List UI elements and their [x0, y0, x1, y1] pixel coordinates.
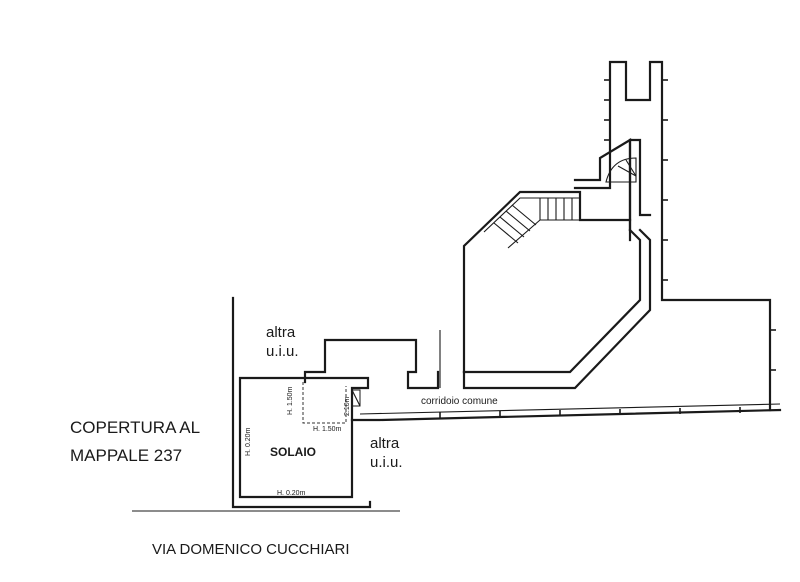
octagon-wall	[462, 190, 632, 374]
outer-right-wall	[462, 228, 652, 390]
copertura-boundary	[231, 296, 372, 509]
street-label: VIA DOMENICO CUCCHIARI	[152, 541, 350, 558]
corridoio-label: corridoio comune	[421, 396, 498, 407]
copertura-label-1: COPERTURA AL	[70, 418, 200, 437]
corridor-bottom-wall	[350, 408, 782, 422]
staircase	[483, 197, 581, 249]
altra-right-label-2: u.i.u.	[370, 454, 403, 471]
altra-right-label-1: altra	[370, 435, 400, 452]
height-zone-dashed	[302, 382, 347, 424]
dim-h020-left: H. 0.20m	[245, 427, 252, 456]
dim-h150-vertical: H. 1.50m	[287, 386, 294, 415]
dim-h020-bottom: H. 0.20m	[277, 490, 306, 497]
solaio-room	[238, 376, 370, 499]
dim-h210: 2.10m	[344, 396, 351, 416]
altra-top-label-1: altra	[266, 324, 296, 341]
spiral-stair	[605, 157, 637, 183]
altra-top-label-2: u.i.u.	[266, 343, 299, 360]
right-wing-wall	[573, 60, 772, 412]
outer-building-wall	[462, 228, 642, 374]
inner-wing-wall	[573, 138, 632, 242]
altra-uiu-top-wall	[303, 338, 440, 390]
dim-h150-horizontal: H. 1.50m	[313, 426, 342, 433]
copertura-label-2: MAPPALE 237	[70, 446, 182, 465]
wall-ticks	[439, 79, 776, 418]
solaio-label: SOLAIO	[270, 445, 316, 459]
skylight-symbol	[351, 389, 361, 407]
